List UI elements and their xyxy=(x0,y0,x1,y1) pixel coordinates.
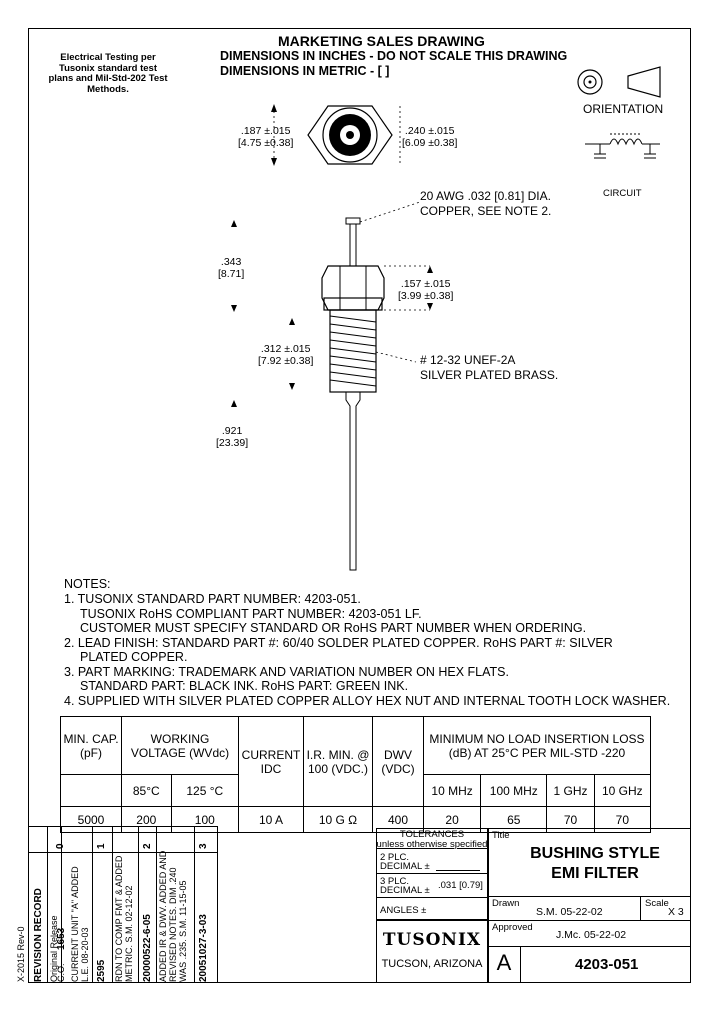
orientation-label: ORIENTATION xyxy=(583,102,664,116)
rev-text: METRIC. S.M. 02-12-02 xyxy=(124,885,134,982)
drawing-frame xyxy=(28,28,691,983)
rev-text: RDN TO COMP FMT & ADDED xyxy=(114,855,124,982)
drawn-label: Drawn xyxy=(492,898,520,909)
table-cell: 100 xyxy=(170,806,240,833)
company-logo: TUSONIX xyxy=(382,930,482,950)
tolerances-block xyxy=(376,828,488,920)
spec-table: MIN. CAP. (pF) WORKING VOLTAGE (WVdc) CU… xyxy=(60,716,652,833)
rev-text: 2595 xyxy=(96,959,107,982)
col-working-voltage: WORKING VOLTAGE (WVdc) xyxy=(121,716,239,775)
wire-callout: 20 AWG .032 [0.81] DIA.COPPER, SEE NOTE … xyxy=(420,189,552,218)
note-line: STANDARD PART: BLACK INK. RoHS PART: GRE… xyxy=(80,679,409,693)
rev-text: ADDED IR & DWV. ADDED AND xyxy=(158,850,168,982)
rev-text: C.O. xyxy=(56,963,66,982)
circuit-icon xyxy=(585,133,660,159)
rev-text: CURRENT UNIT "A" ADDED xyxy=(70,866,80,982)
table-cell: 10 G Ω xyxy=(303,806,373,833)
col-125c: 125 °C xyxy=(170,774,240,807)
rev-text: 20000522-6-05 xyxy=(142,914,153,982)
approved-label: Approved xyxy=(492,922,533,933)
part-number: 4203-051 xyxy=(575,956,639,973)
dimensions-metric-note: DIMENSIONS IN METRIC - [ ] xyxy=(220,64,390,78)
col-10mhz: 10 MHz xyxy=(422,774,482,807)
rev-number: 2 xyxy=(142,843,153,849)
col-100mhz: 100 MHz xyxy=(480,774,548,807)
dim-312: .312 ±.015[7.92 ±0.38] xyxy=(258,343,314,367)
tolerance-3plc: 3 PLC. xyxy=(380,876,410,887)
table-cell: 5000 xyxy=(60,806,122,833)
rev-text: L.E. 08-20-03 xyxy=(80,927,90,982)
electrical-testing-note: Electrical Testing per Tusonix standard … xyxy=(48,52,168,95)
drawn-value: S.M. 05-22-02 xyxy=(536,906,603,918)
rev-text: WAS .235. S.M. 11-15-05 xyxy=(178,880,188,982)
tolerance-angles: ANGLES ± xyxy=(380,905,427,916)
part-drawing xyxy=(231,104,433,571)
table-cell: 10 A xyxy=(238,806,304,833)
dim-343: .343[8.71] xyxy=(218,256,245,280)
rev-number: 3 xyxy=(198,843,209,849)
dimensions-inches-note: DIMENSIONS IN INCHES - DO NOT SCALE THIS… xyxy=(220,49,568,63)
tolerances-heading: TOLERANCES xyxy=(399,829,465,840)
revision-record xyxy=(28,826,218,983)
title-label: Title xyxy=(492,830,510,841)
col-current: CURRENT IDC xyxy=(238,716,304,807)
note-line: 1. TUSONIX STANDARD PART NUMBER: 4203-05… xyxy=(64,592,361,606)
revision-heading: REVISION RECORD xyxy=(33,888,44,982)
col-85c: 85°C xyxy=(121,774,172,807)
part-title-1: BUSHING STYLE xyxy=(530,845,660,862)
col-10ghz: 10 GHz xyxy=(593,774,652,807)
dim-187: .187 ±.015[4.75 ±0.38] xyxy=(238,125,294,149)
note-line: PLATED COPPER. xyxy=(80,650,188,664)
tolerance-decimal: DECIMAL ± xyxy=(380,885,430,896)
table-cell: 200 xyxy=(121,806,172,833)
dim-921: .921[23.39] xyxy=(216,425,249,449)
note-line: 3. PART MARKING: TRADEMARK AND VARIATION… xyxy=(64,665,509,679)
size-letter: A xyxy=(496,950,512,975)
note-line: 2. LEAD FINISH: STANDARD PART #: 60/40 S… xyxy=(64,636,613,650)
orientation-symbols xyxy=(577,66,661,159)
approved-value: J.Mc. 05-22-02 xyxy=(556,929,627,941)
col-insertion-loss: MINIMUM NO LOAD INSERTION LOSS (dB) AT 2… xyxy=(423,716,651,775)
col-ir: I.R. MIN. @ 100 (VDC.) xyxy=(303,716,373,807)
title-block xyxy=(488,828,691,983)
col-1ghz: 1 GHz xyxy=(546,774,595,807)
rev-text: 1653 xyxy=(56,927,67,950)
drawing-title: MARKETING SALES DRAWING xyxy=(278,33,485,49)
rev-text: 20051027-3-03 xyxy=(198,914,209,982)
tolerance-decimal: DECIMAL ± xyxy=(380,861,430,872)
circuit-label: CIRCUIT xyxy=(603,188,642,199)
tolerances-sub: unless otherwise specified xyxy=(376,839,488,850)
note-line: CUSTOMER MUST SPECIFY STANDARD OR RoHS P… xyxy=(80,621,587,635)
tolerance-3plc-value: .031 [0.79] xyxy=(438,880,483,891)
note-line: TUSONIX RoHS COMPLIANT PART NUMBER: 4203… xyxy=(80,607,422,621)
notes-heading: NOTES: xyxy=(64,577,111,591)
scale-label: Scale xyxy=(645,898,669,909)
rev-number: 1 xyxy=(96,843,107,849)
company-location: TUCSON, ARIZONA xyxy=(381,958,483,970)
dim-240: .240 ±.015[6.09 ±0.38] xyxy=(402,125,458,149)
form-id: X-2015 Rev-0 xyxy=(16,926,26,982)
dim-157: .157 ±.015[3.99 ±0.38] xyxy=(398,278,454,302)
company-block xyxy=(376,920,488,983)
col-min-cap: MIN. CAP. (pF) xyxy=(60,716,122,775)
scale-value: X 3 xyxy=(668,906,684,918)
part-title-2: EMI FILTER xyxy=(551,865,639,882)
col-dwv: DWV (VDC) xyxy=(372,716,424,807)
tolerance-2plc: 2 PLC. xyxy=(380,852,410,863)
rev-number: 0 xyxy=(55,843,66,849)
table-row: 5000 200 100 10 A 10 G Ω 400 20 65 70 70 xyxy=(60,806,652,833)
rev-text: REVISED NOTES. DIM .240 xyxy=(168,867,178,982)
note-line: 4. SUPPLIED WITH SILVER PLATED COPPER AL… xyxy=(64,694,671,708)
